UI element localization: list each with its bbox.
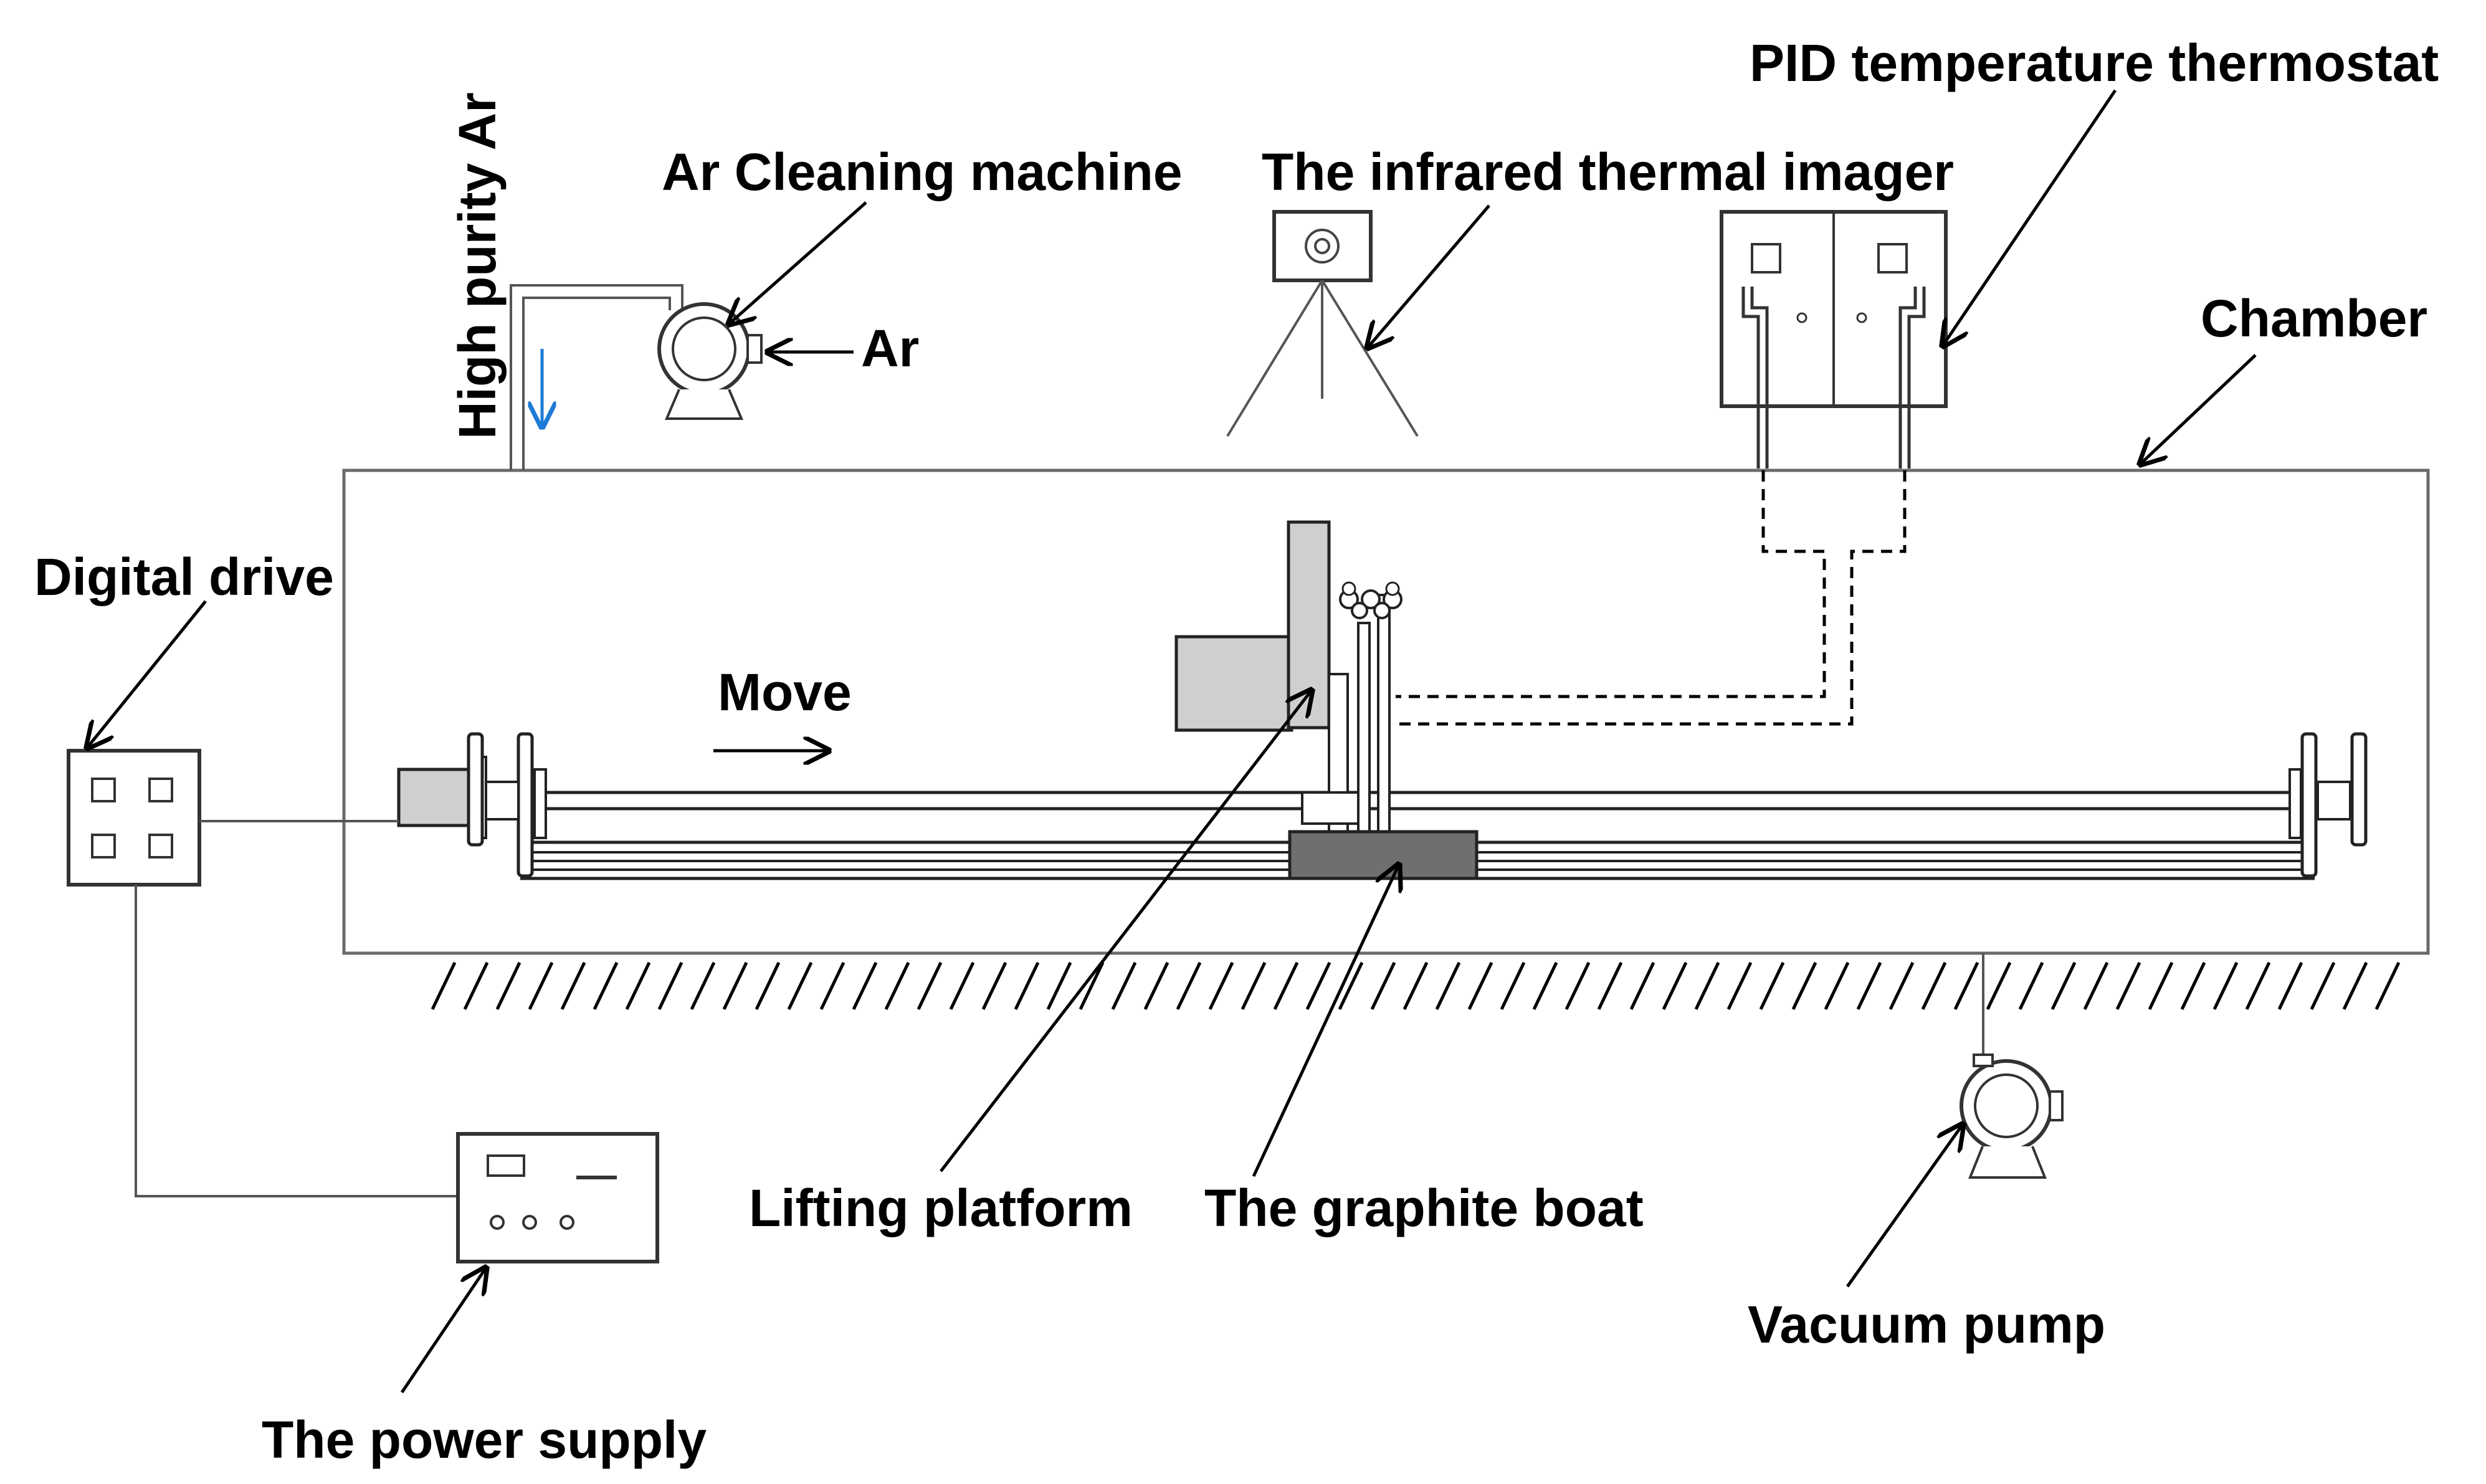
hatch-line [1079,961,1105,1011]
hatch-line [1273,961,1299,1011]
hatch-line [1435,961,1461,1011]
label-move: Move [718,663,852,721]
hatch-line [1986,961,2012,1011]
label-ar: Ar [861,319,919,378]
hatch-line [2374,961,2401,1011]
hatch-line [1403,961,1429,1011]
hatch-line [1111,961,1137,1011]
hatch-line [1305,961,1331,1011]
hatch-line [431,961,457,1011]
hatch-line [981,961,1007,1011]
hatch-line [1759,961,1785,1011]
label-chamber: Chamber [2201,289,2427,348]
hatch-line [1662,961,1688,1011]
pointer-infrared [1368,204,1490,348]
pointer-graphite-boat [1252,865,1399,1177]
thermocouple-wires [1396,470,1907,726]
infrared-thermal-imager-icon [1226,210,1419,437]
ar-gas-line [510,284,683,470]
hatch-line [1921,961,1947,1011]
hatch-line [625,961,651,1011]
hatch-line [657,961,683,1011]
hatch-line [1176,961,1202,1011]
label-power-supply: The power supply [262,1410,707,1469]
pointer-ar-cleaning [729,201,867,324]
pointer-pid [1943,89,2117,346]
hatch-line [560,961,586,1011]
hatch-line [1338,961,1364,1011]
vacuum-pump-icon [1960,1054,2064,1179]
hatch-line [1694,961,1720,1011]
hatch-line [690,961,716,1011]
label-pid-thermostat: PID temperature thermostat [1750,34,2439,92]
hatch-line [1629,961,1655,1011]
hatch-line [2115,961,2141,1011]
hatch-line [1500,961,1526,1011]
hatch-line [1953,961,1979,1011]
hatch-line [2212,961,2239,1011]
label-graphite-boat: The graphite boat [1204,1179,1644,1237]
hatch-line [2050,961,2077,1011]
hatch-line [528,961,554,1011]
hatch-line [1824,961,1850,1011]
pointer-chamber [2140,354,2257,464]
hatch-line [1791,961,1817,1011]
hatch-line [2310,961,2336,1011]
label-digital-drive: Digital drive [34,548,334,606]
hatch-line [1208,961,1234,1011]
hatch-line [2083,961,2109,1011]
label-ar-cleaning-machine: Ar Cleaning machine [662,143,1183,201]
hatch-line [884,961,910,1011]
hatch-line [949,961,975,1011]
label-lifting-platform: Lifting platform [749,1179,1133,1237]
ar-cleaning-machine-icon [657,302,763,420]
pointer-digital-drive [87,600,207,748]
power-supply-icon [456,1132,659,1263]
hatch-line [1888,961,1915,1011]
hatch-line [819,961,845,1011]
hatch-line [495,961,521,1011]
hatch-line [2180,961,2206,1011]
hatch-line [852,961,878,1011]
hatch-line [2342,961,2368,1011]
pointer-lifting-platform [940,690,1312,1172]
hatch-line [917,961,943,1011]
hatch-line [1532,961,1558,1011]
pid-thermostat-icon [1720,210,1948,469]
hatch-line [1856,961,1882,1011]
hatch-line [1014,961,1040,1011]
label-infrared-imager: The infrared thermal imager [1262,143,1954,201]
hatch-line [2245,961,2271,1011]
ground-hatching [431,961,2401,1011]
hatch-line [787,961,813,1011]
hatch-line [1241,961,1267,1011]
pointer-vacuum-pump [1845,1125,1963,1288]
pointer-power-supply [400,1268,486,1394]
graphite-boat-icon [1288,830,1479,880]
hatch-line [593,961,619,1011]
digital-drive-icon [67,749,201,887]
hatch-line [722,961,748,1011]
hatch-line [463,961,489,1011]
hatch-line [755,961,781,1011]
hatch-line [1726,961,1753,1011]
hatch-line [2148,961,2174,1011]
label-vacuum-pump: Vacuum pump [1748,1295,2105,1354]
hatch-line [1143,961,1169,1011]
hatch-line [1597,961,1623,1011]
hatch-line [2277,961,2303,1011]
hatch-line [1370,961,1396,1011]
hatch-line [1564,961,1591,1011]
hatch-line [1467,961,1493,1011]
label-high-purity-ar: High purity Ar [448,92,507,439]
hatch-line [1046,961,1072,1011]
drive-to-power-cable [135,885,458,1197]
hatch-line [2018,961,2044,1011]
